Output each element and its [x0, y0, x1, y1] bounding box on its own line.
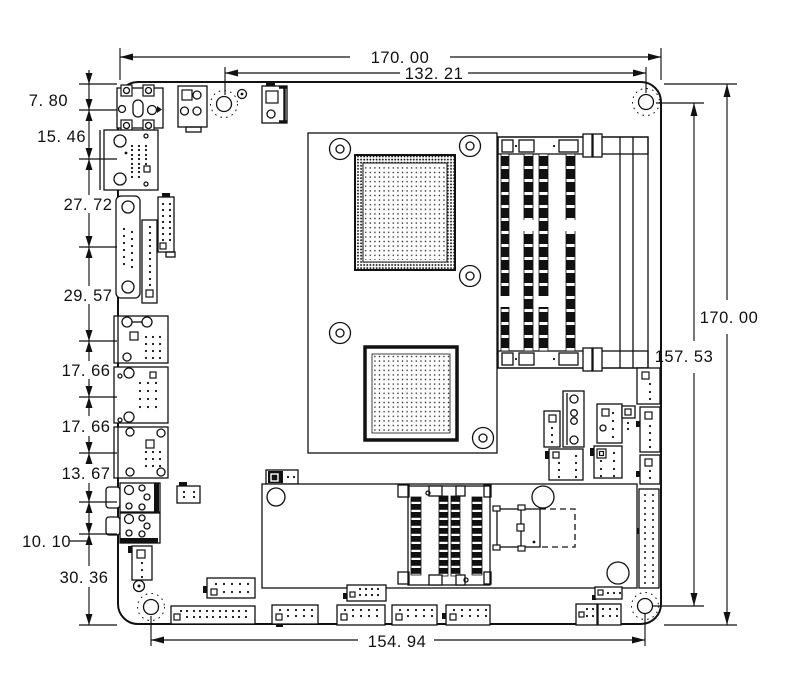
- cpu-module: [307, 132, 498, 454]
- dim-label-left-0: 7. 80: [29, 92, 68, 110]
- chipset-bga: [363, 345, 459, 442]
- dim-label-left-1: 15. 46: [37, 128, 86, 146]
- mini-pcie-sockets: [397, 484, 492, 586]
- power-4pin-connector: [177, 85, 208, 133]
- jumper-with-cap: [265, 469, 299, 485]
- module-screw-holes: [328, 134, 495, 450]
- serial-db-connector: [115, 195, 141, 299]
- dimension-right-height: 170. 00: [664, 83, 759, 626]
- dim-label-left-8: 30. 36: [60, 569, 109, 587]
- expansion-board: [261, 483, 638, 589]
- dimension-left-chain: 7. 80 15. 46 27. 72 29. 57 17. 66 17. 66…: [22, 70, 117, 626]
- dc-power-connector: [116, 84, 164, 132]
- mounting-hole-top-left: [210, 88, 248, 118]
- dimension-top-width: 170. 00: [119, 48, 662, 80]
- cpu-bga: [354, 154, 456, 271]
- pin-header-2x2: [176, 482, 201, 504]
- pin-header-1x10: [141, 219, 158, 304]
- right-edge-headers: [636, 367, 661, 485]
- dimension-right-hole-span: 157. 53: [653, 102, 714, 607]
- pin-header-1x4-vertical: [128, 545, 153, 581]
- half-size-card-outline: [492, 504, 576, 552]
- pin-header-2x7: [157, 193, 176, 258]
- dim-label-left-5: 17. 66: [62, 418, 111, 436]
- dim-label-left-2: 27. 72: [64, 196, 113, 214]
- audio-jack-1: [105, 482, 161, 513]
- usb-stack-2: [113, 426, 169, 479]
- dimension-top-hole-span: 132. 21: [224, 65, 647, 95]
- middle-headers: [543, 390, 636, 481]
- bottom-headers: [170, 577, 623, 627]
- mounting-hole-top-right: [632, 88, 660, 116]
- audio-jack-2: [105, 512, 161, 544]
- dim-label-top-width: 170. 00: [371, 49, 430, 67]
- dim-label-left-4: 17. 66: [62, 362, 111, 380]
- dim-label-hole-span-x: 132. 21: [405, 65, 464, 83]
- dimm-slots: [497, 133, 649, 372]
- usb-stack-1: [113, 366, 169, 424]
- small-switch-connector: [261, 82, 288, 124]
- dim-label-right-height: 170. 00: [700, 309, 759, 327]
- dim-label-left-7: 10. 10: [22, 533, 71, 551]
- dim-label-hole-span-y: 157. 53: [655, 348, 714, 366]
- lan-port: [113, 315, 169, 364]
- dim-label-bottom-hole-span: 154. 94: [368, 633, 427, 651]
- dim-label-left-6: 13. 67: [62, 465, 111, 483]
- header-2x20: [635, 488, 660, 589]
- vga-port: [99, 129, 159, 191]
- dimension-bottom-hole-span: 154. 94: [150, 614, 646, 651]
- dim-label-left-3: 29. 57: [64, 287, 113, 305]
